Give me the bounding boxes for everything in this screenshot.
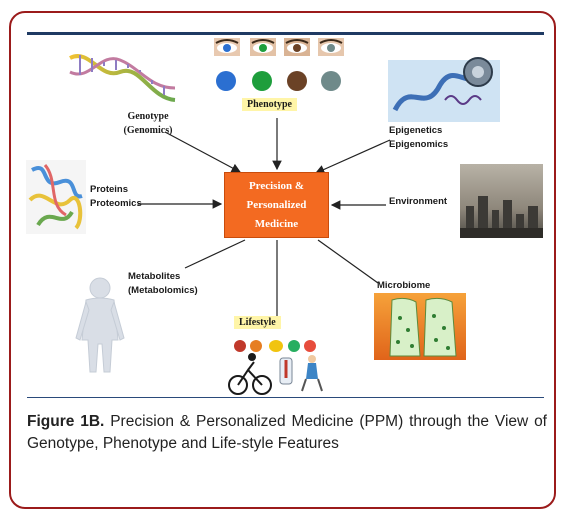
epigenetics-label-line2: Epigenomics	[389, 139, 449, 150]
caption-text: Precision & Personalized Medicine (PPM) …	[27, 413, 547, 452]
eye-color-swatches	[216, 71, 341, 91]
line-metabolites	[184, 239, 246, 269]
epigenetics-image	[388, 57, 500, 122]
metabolites-label-line1: Metabolites	[128, 271, 181, 282]
center-line-1: Precision &	[248, 179, 305, 192]
environment-label: Environment	[389, 196, 448, 207]
lifestyle-label: Lifestyle	[234, 316, 281, 329]
center-line-3: Medicine	[254, 217, 299, 230]
human-body-image	[75, 277, 125, 373]
arrow-genotype	[164, 131, 242, 173]
protein-structure-image	[26, 160, 86, 234]
caption-label: Figure 1B.	[27, 413, 105, 430]
epigenetics-label-line1: Epigenetics	[389, 125, 443, 136]
microbiome-label: Microbiome	[377, 280, 431, 291]
center-precision-medicine-box: Precision & Personalized Medicine	[224, 172, 329, 238]
genotype-label: Genotype (Genomics)	[117, 110, 179, 138]
proteins-label: Proteins Proteomics	[90, 183, 142, 211]
bottom-rule	[27, 397, 544, 398]
epigenetics-label: Epigenetics Epigenomics	[389, 124, 448, 152]
proteins-label-line2: Proteomics	[90, 198, 142, 209]
phenotype-label: Phenotype	[242, 98, 297, 111]
environment-city-image	[460, 164, 543, 238]
metabolites-label: Metabolites (Metabolomics)	[128, 270, 198, 298]
proteins-label-line1: Proteins	[90, 184, 129, 195]
metabolites-label-line2: (Metabolomics)	[128, 285, 198, 296]
line-microbiome	[317, 239, 379, 284]
top-rule	[27, 32, 544, 35]
dna-helix-image	[69, 54, 176, 102]
microbiome-image	[374, 293, 466, 360]
genotype-label-line1: Genotype	[127, 111, 169, 122]
figure-caption: Figure 1B. Precision & Personalized Medi…	[27, 411, 547, 455]
lifestyle-image	[228, 340, 323, 395]
genotype-label-line2: (Genomics)	[123, 125, 173, 136]
center-line-2: Personalized	[246, 198, 307, 211]
eyes-image	[214, 38, 344, 56]
arrow-epigenetics	[314, 139, 391, 174]
